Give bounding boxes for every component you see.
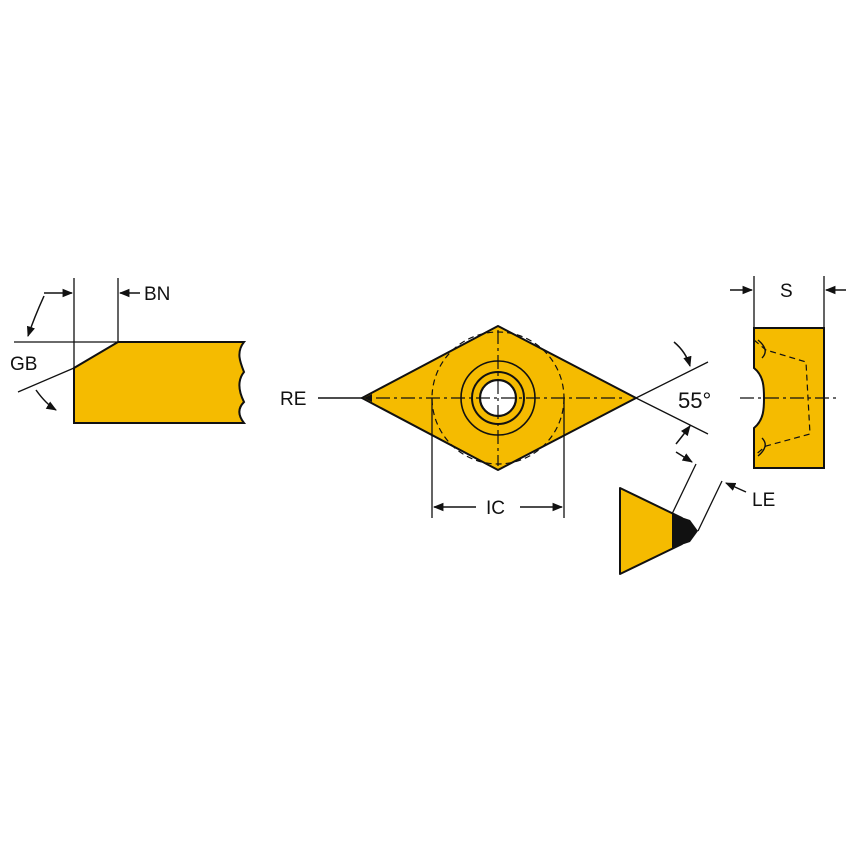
corner-detail-view: LE: [619, 451, 775, 575]
side-insert-body: [73, 341, 247, 424]
s-label: S: [780, 281, 793, 302]
chamfer-side-view: BN GB: [10, 278, 247, 424]
cutting-edge-band: [672, 514, 698, 548]
bn-label: BN: [144, 284, 170, 305]
thickness-insert-body: [753, 327, 825, 469]
thickness-side-view: S: [730, 276, 846, 469]
gb-label: GB: [10, 354, 37, 375]
insert-top-view: RE IC 55°: [280, 325, 711, 519]
re-label: RE: [280, 389, 306, 410]
angle-label: 55°: [678, 388, 711, 413]
le-label: LE: [752, 490, 775, 511]
ic-label: IC: [486, 498, 505, 519]
